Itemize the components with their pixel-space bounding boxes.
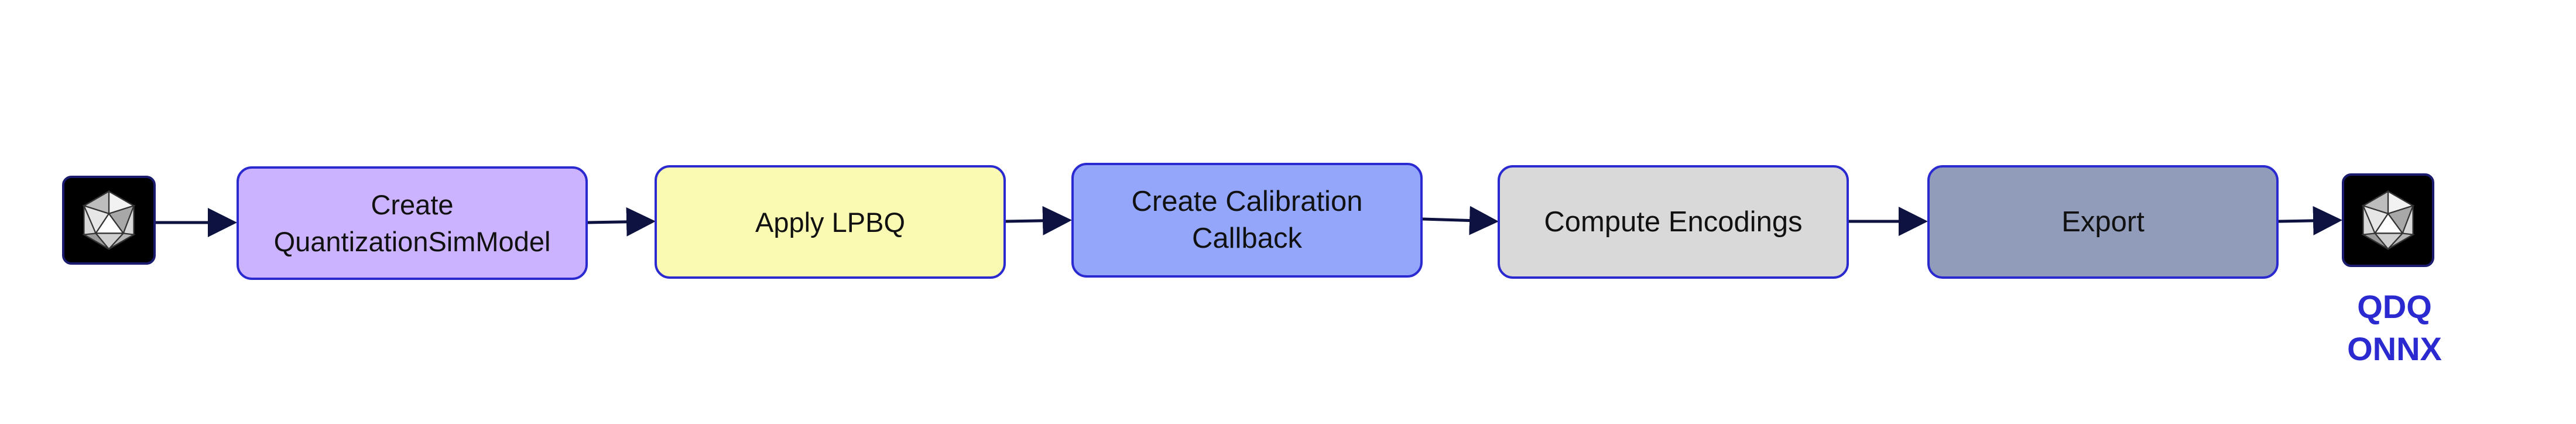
step-compute-encodings: Compute Encodings — [1498, 165, 1849, 279]
step-label-line: Export — [2061, 206, 2145, 238]
model-polyhedron-icon — [2361, 190, 2416, 250]
step-label-line: Apply LPBQ — [755, 206, 906, 238]
model-polyhedron-icon — [81, 190, 136, 250]
step-export: Export — [1927, 165, 2279, 279]
step-label-line: Create — [371, 189, 454, 220]
step-label-line: QuantizationSimModel — [273, 226, 551, 257]
output-format-label: QDQ ONNX — [2318, 286, 2471, 370]
input-model-icon — [62, 176, 156, 265]
step-label-line: Create Calibration — [1131, 186, 1363, 217]
step-apply-lpbq: Apply LPBQ — [655, 165, 1006, 279]
step-create-calibration-callback: Create Calibration Callback — [1071, 163, 1423, 278]
output-model-icon — [2342, 173, 2434, 267]
step-label-line: Callback — [1192, 223, 1302, 254]
step-create-quantization-sim-model: Create QuantizationSimModel — [237, 166, 588, 280]
arrow-calib-callback-to-compute-encodings — [1422, 206, 1499, 235]
step-label-line: Compute Encodings — [1544, 206, 1803, 238]
arrow-apply-lpbq-to-calib-callback — [1005, 206, 1072, 235]
output-label-line: QDQ — [2357, 288, 2432, 325]
arrow-create-sim-to-apply-lpbq — [587, 207, 656, 237]
arrow-export-to-output — [2278, 206, 2342, 235]
output-label-line: ONNX — [2347, 330, 2442, 367]
